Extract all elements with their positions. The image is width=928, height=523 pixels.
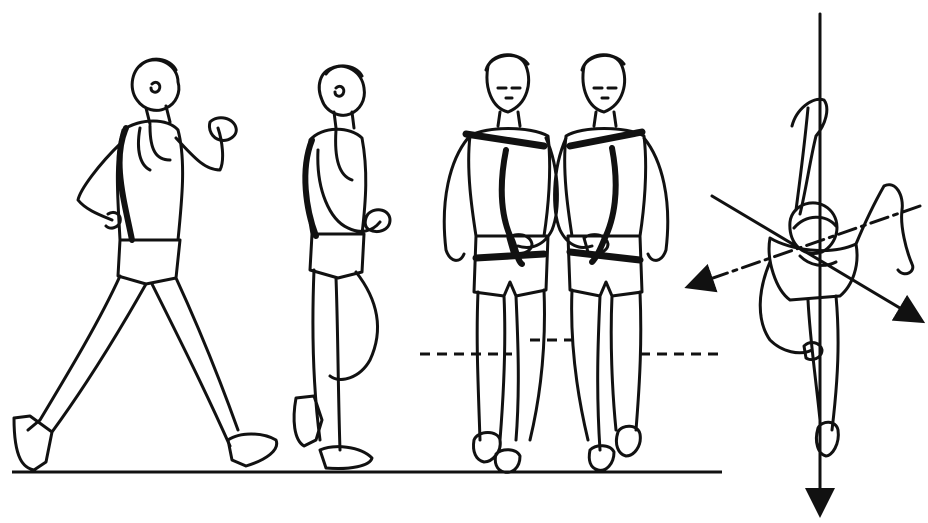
- side-view-walker-standing: [294, 66, 390, 469]
- torso: [769, 238, 857, 300]
- front-view-walker-right: [555, 55, 668, 471]
- front-shoe: [228, 434, 277, 466]
- left-arm: [760, 262, 812, 353]
- left-arm: [555, 138, 592, 247]
- spine-line: [592, 148, 616, 262]
- right-arm: [856, 185, 913, 274]
- spine-line: [305, 140, 316, 236]
- right-leg: [611, 292, 641, 430]
- right-arm: [518, 138, 557, 247]
- hip-line: [476, 254, 544, 258]
- right-foot: [495, 450, 520, 473]
- hip-level-dashed-lines: [420, 340, 720, 354]
- head: [487, 55, 529, 112]
- shoulder-axis-arrow: [712, 196, 920, 320]
- shoulder-line: [570, 132, 642, 146]
- ear: [335, 86, 344, 96]
- hair: [486, 55, 528, 70]
- hair: [582, 55, 624, 70]
- spine-line: [120, 128, 132, 240]
- left-foot: [589, 446, 614, 471]
- shorts: [118, 240, 180, 284]
- front-shoe: [320, 447, 372, 469]
- left-leg: [572, 290, 600, 450]
- head: [132, 60, 179, 111]
- hip-line: [570, 252, 640, 260]
- head: [790, 203, 837, 254]
- right-leg: [516, 290, 544, 440]
- left-arm: [444, 138, 468, 260]
- top-view-walker: [690, 14, 920, 512]
- side-view-walker-full-stride: [14, 59, 277, 470]
- front-fist: [209, 118, 236, 141]
- ear: [151, 82, 160, 92]
- fist: [365, 210, 390, 232]
- front-view-walker-left: [444, 55, 557, 473]
- arm: [318, 150, 380, 231]
- back-arm: [78, 142, 122, 220]
- right-arm: [644, 138, 668, 260]
- shoulder-line: [466, 134, 544, 146]
- left-leg: [477, 292, 505, 440]
- rear-leg: [808, 296, 838, 430]
- head: [583, 55, 625, 112]
